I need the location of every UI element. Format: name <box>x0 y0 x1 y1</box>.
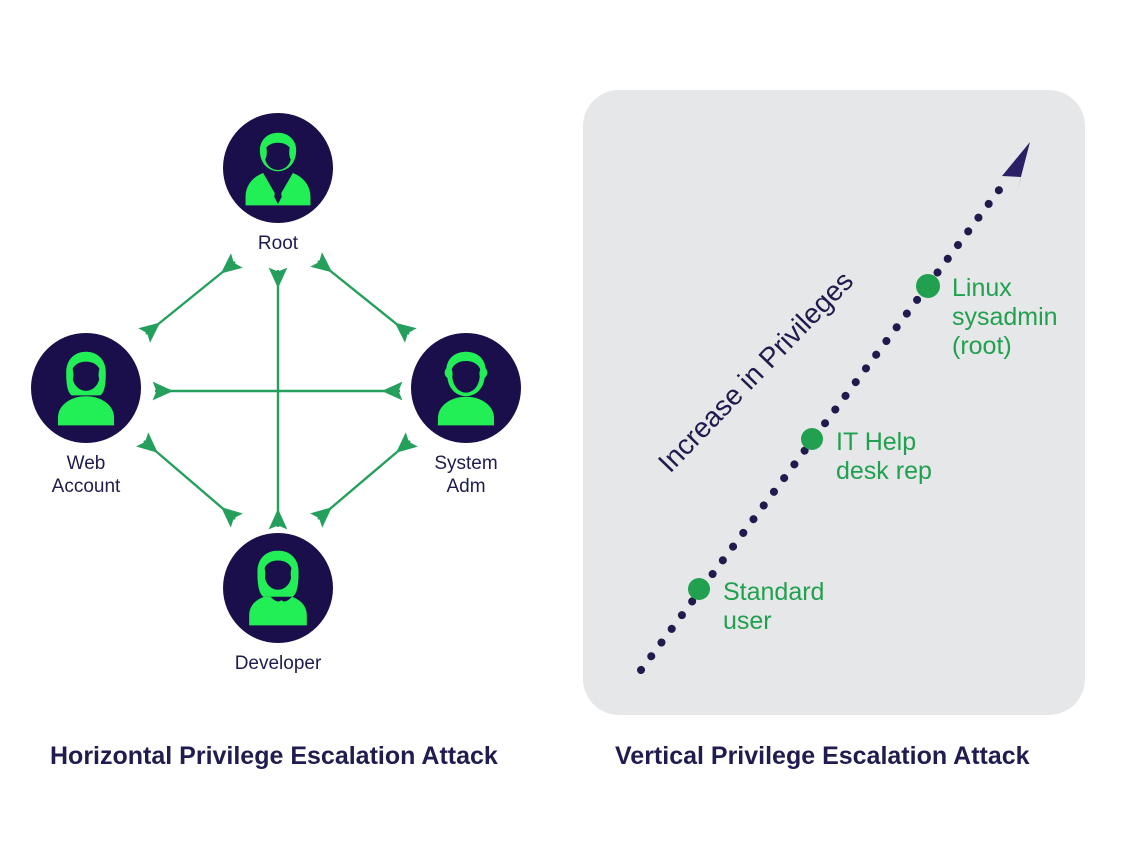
node-developer-avatar <box>223 533 333 643</box>
connector-web-account-root <box>138 253 243 343</box>
horizontal-escalation-panel: Root Web Account <box>0 0 565 730</box>
node-web-account-label: Web Account <box>51 453 121 497</box>
node-system-adm-label: System Adm <box>434 453 498 497</box>
node-web-account-avatar <box>31 333 141 443</box>
caption-horizontal-privilege-escalation: Horizontal Privilege Escalation Attack <box>50 742 498 770</box>
vertical-escalation-panel <box>583 90 1085 715</box>
node-root[interactable]: Root <box>223 113 333 255</box>
node-root-label: Root <box>257 233 299 254</box>
node-root-avatar <box>223 113 333 223</box>
step-label-helpdesk-rep: IT Help desk rep <box>836 428 932 485</box>
step-label-linux-sysadmin: Linux sysadmin (root) <box>952 274 1058 360</box>
user-curlyhair-icon <box>437 351 495 426</box>
connector-developer-system-adm <box>310 432 418 528</box>
horizontal-connections-svg <box>136 252 418 530</box>
node-developer-label: Developer <box>234 653 322 674</box>
user-longhair-icon <box>57 351 115 426</box>
step-label-standard-user: Standard user <box>723 578 825 635</box>
caption-vertical-privilege-escalation: Vertical Privilege Escalation Attack <box>615 742 1030 770</box>
connector-web-account-developer <box>136 432 243 528</box>
connector-root-system-adm <box>310 252 417 343</box>
node-system-adm-avatar <box>411 333 521 443</box>
user-suit-icon <box>245 132 311 206</box>
node-web-account[interactable]: Web Account <box>31 333 141 498</box>
user-bob-icon <box>249 550 307 626</box>
node-developer[interactable]: Developer <box>223 533 333 675</box>
node-system-adm[interactable]: System Adm <box>411 333 521 498</box>
